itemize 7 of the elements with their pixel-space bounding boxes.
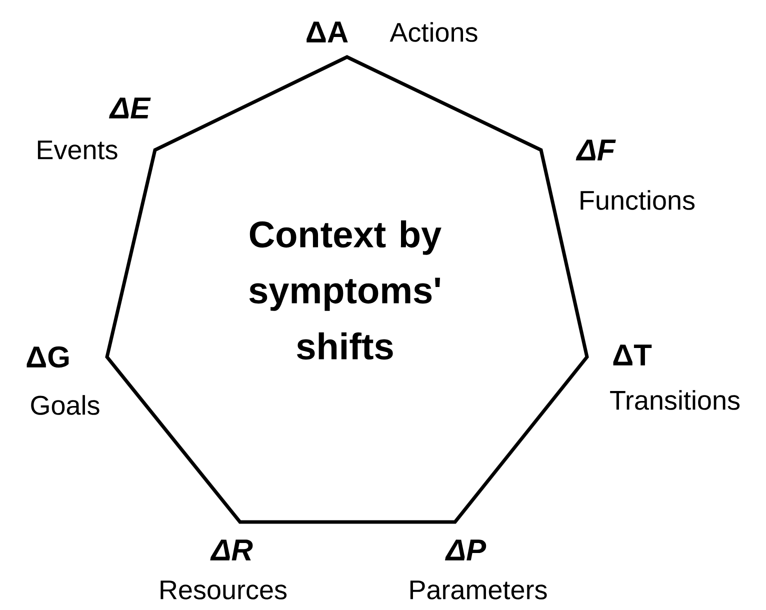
vertex-label: Events [38, 140, 118, 160]
delta-symbol: ΔF [576, 140, 616, 160]
delta-symbol: ΔG [26, 346, 69, 368]
vertex-label: Resources [160, 580, 287, 600]
delta-symbol: ΔE [109, 98, 151, 118]
vertex-label: Functions [580, 190, 695, 210]
vertex-label: Parameters [410, 580, 547, 600]
